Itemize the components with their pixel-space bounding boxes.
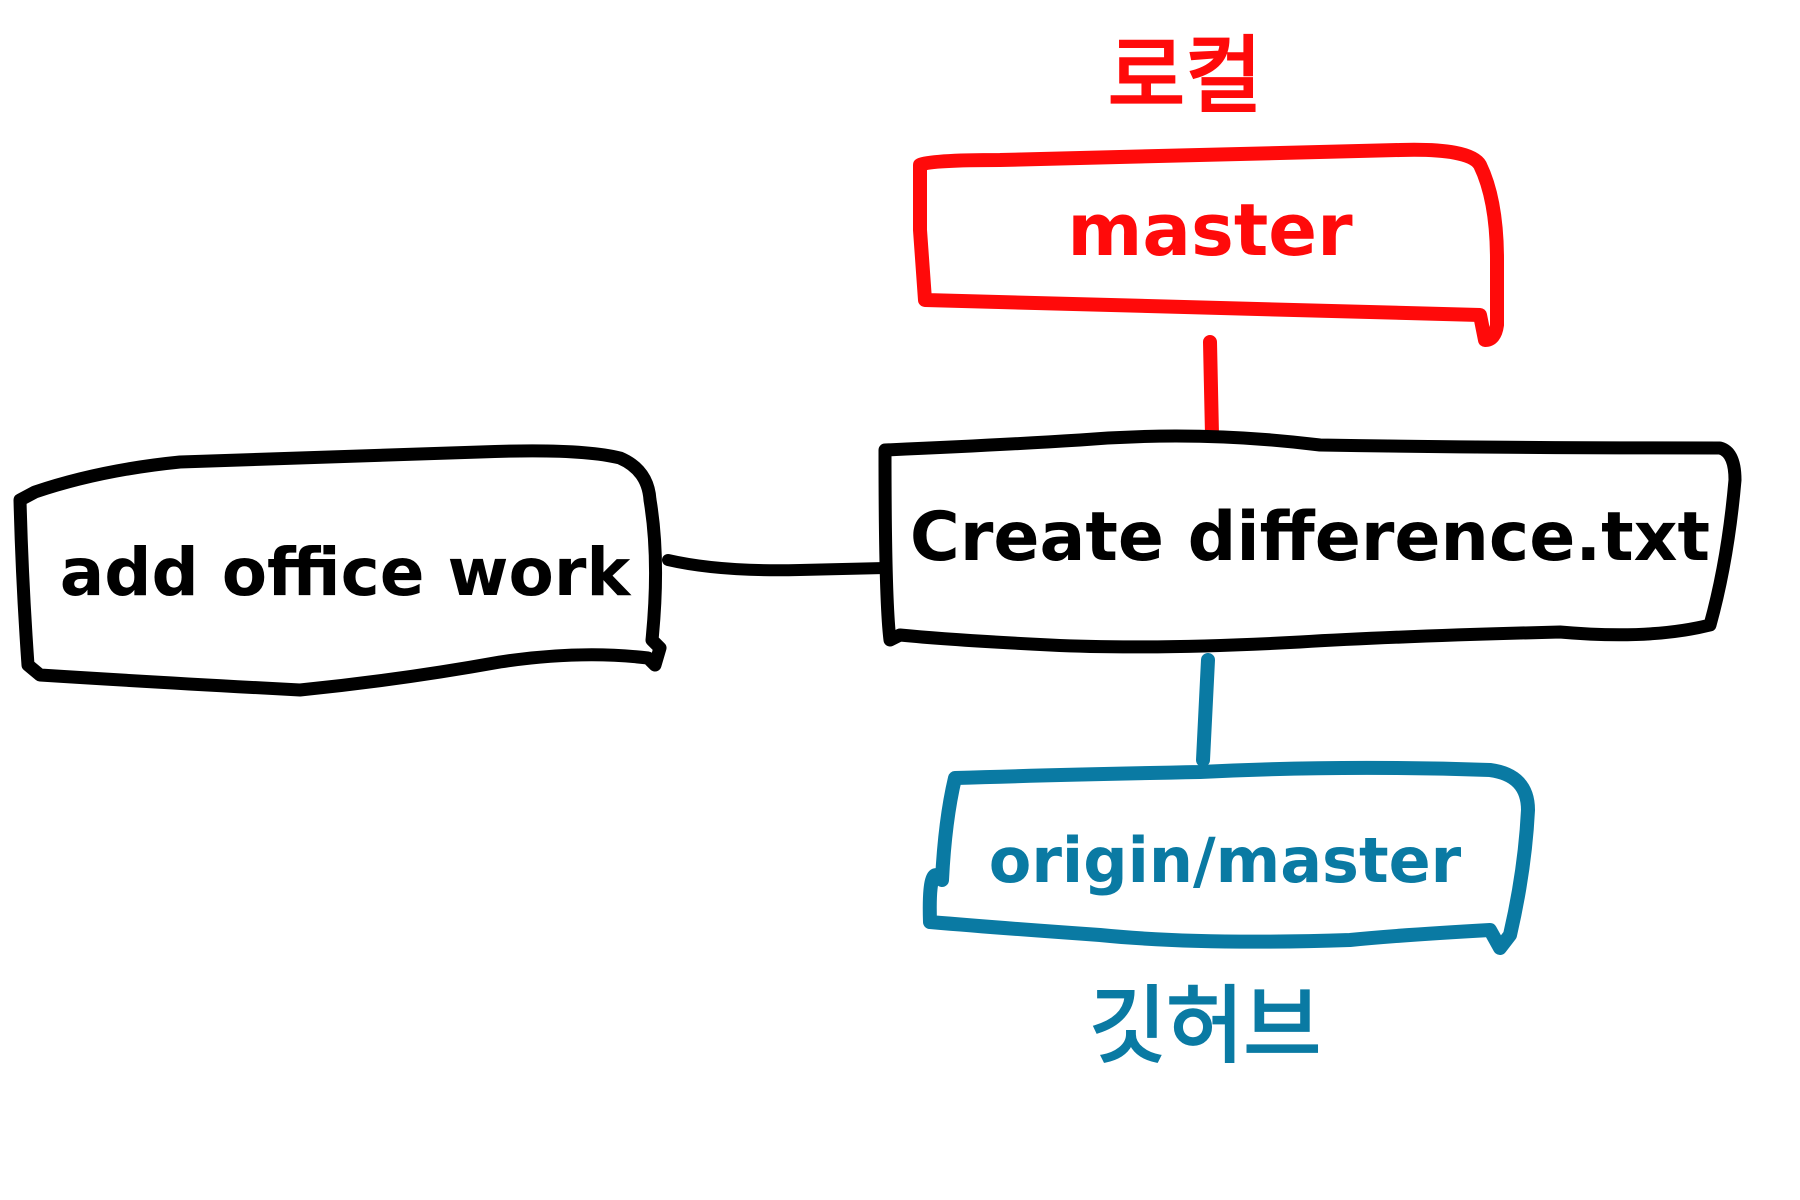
current-commit-label: Create difference.txt bbox=[910, 498, 1710, 577]
remote-label: 깃허브 bbox=[1089, 977, 1321, 1075]
origin-master-label: origin/master bbox=[989, 824, 1462, 897]
master-box-outline bbox=[913, 142, 1504, 347]
local-label: 로컬 bbox=[1108, 27, 1263, 125]
origin-master-outline bbox=[922, 760, 1535, 955]
master-to-commit-connector bbox=[1203, 335, 1219, 442]
previous-commit-box: add office work bbox=[13, 444, 667, 697]
previous-commit-outline bbox=[13, 444, 667, 697]
origin-master-box: origin/master bbox=[922, 760, 1535, 955]
commit-link-connector bbox=[662, 554, 891, 577]
current-commit-outline bbox=[878, 429, 1742, 654]
previous-commit-label: add office work bbox=[60, 534, 633, 611]
current-commit-box: Create difference.txt bbox=[878, 429, 1742, 654]
master-branch-box: master bbox=[913, 142, 1504, 347]
master-label: master bbox=[1067, 188, 1353, 272]
commit-to-origin-connector bbox=[1196, 653, 1215, 767]
